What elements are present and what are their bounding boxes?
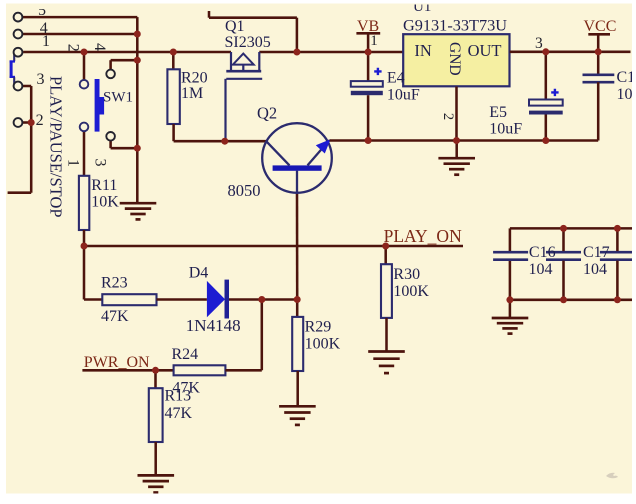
svg-text:D4: D4 xyxy=(189,264,209,281)
svg-text:R13: R13 xyxy=(165,387,192,404)
svg-text:C16: C16 xyxy=(529,244,556,261)
svg-text:R29: R29 xyxy=(305,318,332,335)
svg-text:R23: R23 xyxy=(101,275,128,292)
svg-text:104: 104 xyxy=(617,86,636,103)
svg-text:PLAY/PAUSE/STOP: PLAY/PAUSE/STOP xyxy=(47,76,66,218)
svg-text:VB: VB xyxy=(357,18,379,35)
svg-text:10K: 10K xyxy=(91,194,119,211)
svg-text:100K: 100K xyxy=(305,336,341,353)
svg-text:8050: 8050 xyxy=(228,181,261,200)
svg-text:1M: 1M xyxy=(181,85,203,102)
svg-text:R30: R30 xyxy=(393,266,420,283)
svg-text:100K: 100K xyxy=(393,283,429,300)
svg-text:G9131-33T73U: G9131-33T73U xyxy=(403,15,507,34)
svg-text:104: 104 xyxy=(583,261,607,278)
svg-text:E5: E5 xyxy=(489,104,507,121)
svg-text:E4: E4 xyxy=(387,70,405,87)
svg-text:3: 3 xyxy=(535,35,543,52)
svg-text:2: 2 xyxy=(440,113,456,120)
svg-text:10uF: 10uF xyxy=(387,86,420,103)
svg-text:10uF: 10uF xyxy=(489,120,522,137)
svg-text:PLAY_ON: PLAY_ON xyxy=(384,226,462,246)
svg-text:OUT: OUT xyxy=(468,41,502,60)
svg-text:104: 104 xyxy=(529,261,553,278)
svg-text:3: 3 xyxy=(91,159,108,167)
svg-text:1: 1 xyxy=(370,33,378,49)
svg-text:VCC: VCC xyxy=(584,18,617,35)
svg-text:IN: IN xyxy=(414,41,431,60)
svg-text:SW1: SW1 xyxy=(103,90,133,106)
svg-text:PWR_ON: PWR_ON xyxy=(84,354,150,371)
svg-text:2: 2 xyxy=(65,44,82,52)
svg-text:1: 1 xyxy=(42,33,50,50)
svg-text:2: 2 xyxy=(36,112,44,129)
svg-text:C15: C15 xyxy=(617,69,636,86)
svg-text:5: 5 xyxy=(38,2,46,19)
svg-text:R24: R24 xyxy=(172,346,199,363)
svg-text:R11: R11 xyxy=(91,177,117,194)
svg-text:47K: 47K xyxy=(172,380,200,397)
svg-text:4: 4 xyxy=(91,43,108,51)
svg-text:R20: R20 xyxy=(181,70,208,87)
svg-text:C17: C17 xyxy=(583,244,610,261)
svg-text:SI2305: SI2305 xyxy=(225,34,271,51)
svg-text:U1: U1 xyxy=(413,0,431,15)
svg-text:Q1: Q1 xyxy=(225,18,245,35)
svg-text:1N4148: 1N4148 xyxy=(186,316,241,335)
svg-text:1: 1 xyxy=(64,159,81,167)
svg-text:4: 4 xyxy=(40,20,48,37)
svg-text:Q2: Q2 xyxy=(257,103,277,122)
svg-text:3: 3 xyxy=(37,71,45,88)
svg-text:GND: GND xyxy=(446,42,463,76)
svg-text:47K: 47K xyxy=(101,308,129,325)
svg-text:47K: 47K xyxy=(165,405,193,422)
